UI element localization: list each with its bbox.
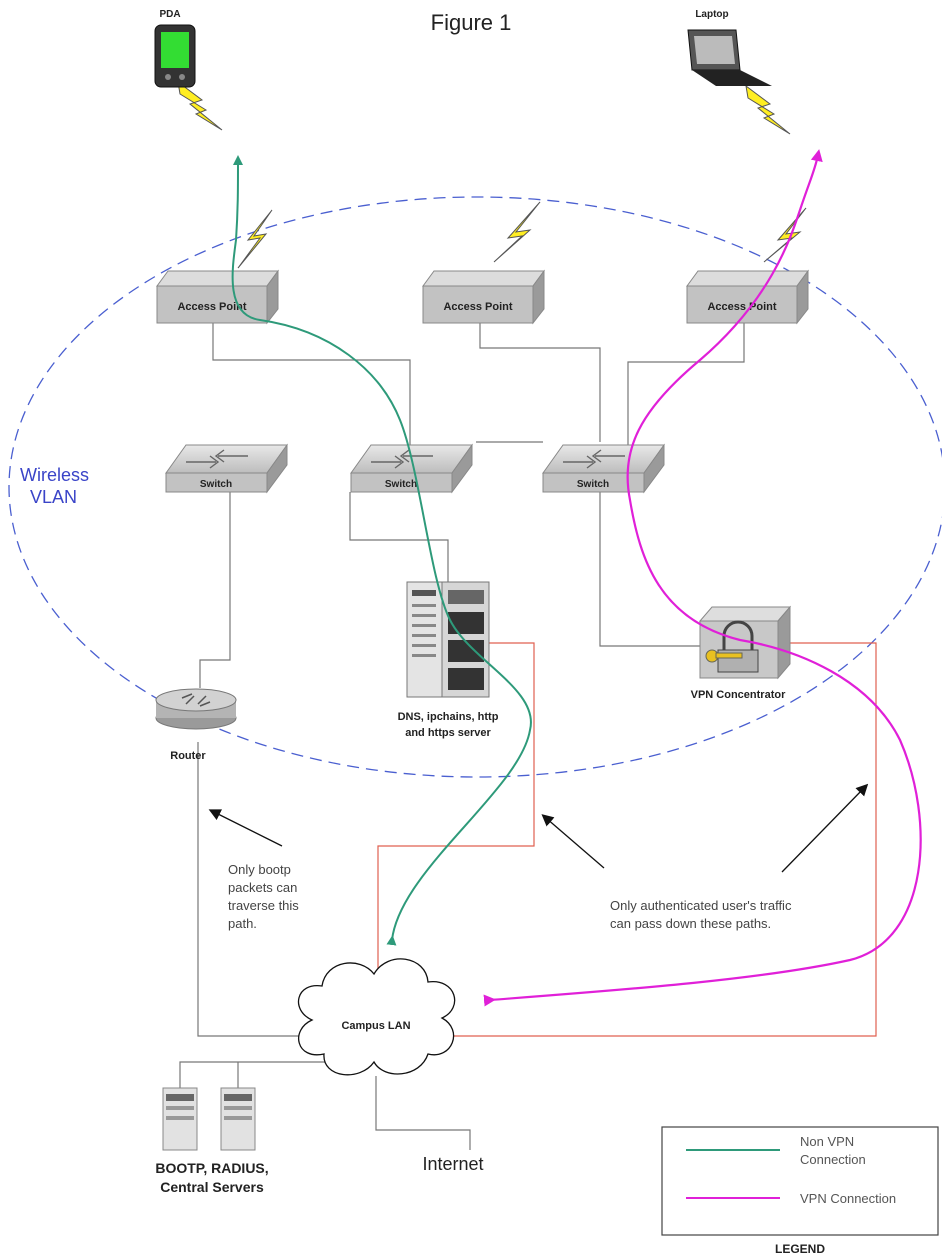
pda-signal-icon (177, 80, 223, 131)
switch-1-label: Switch (200, 479, 232, 490)
laptop-device: Laptop (687, 9, 772, 86)
dns-server-label-line2: and https server (405, 727, 491, 739)
legend-caption: LEGEND (775, 1242, 825, 1256)
laptop-label: Laptop (695, 9, 728, 20)
legend-box (661, 1126, 939, 1236)
ap3-signal-icon (763, 207, 807, 263)
switch-3: Switch (542, 443, 665, 494)
bootp-note-line4: path. (228, 916, 257, 931)
internet-label: Internet (422, 1154, 483, 1174)
switch-3-label: Switch (577, 479, 609, 490)
access-point-3-label: Access Point (707, 301, 776, 313)
legend-non-vpn-label-line1: Non VPN (800, 1134, 854, 1149)
auth-arrow-right (781, 783, 869, 873)
pda-device: PDA (154, 9, 196, 88)
access-point-2: Access Point (422, 269, 545, 325)
legend-vpn-label: VPN Connection (800, 1191, 896, 1206)
router-label: Router (170, 750, 206, 762)
bootp-annotation: Only bootp packets can traverse this pat… (228, 862, 299, 931)
switch-2: Switch (350, 443, 473, 494)
authenticated-annotation: Only authenticated user's traffic can pa… (610, 898, 792, 931)
auth-note-line2: can pass down these paths. (610, 916, 771, 931)
access-point-3: Access Point (686, 269, 809, 325)
access-point-2-label: Access Point (443, 301, 512, 313)
dns-server: DNS, ipchains, http and https server (398, 581, 499, 739)
access-point-1-label: Access Point (177, 301, 246, 313)
vpn-concentrator: VPN Concentrator (691, 605, 792, 701)
vlan-label-line1: Wireless (20, 465, 89, 485)
annotation-arrows (208, 783, 869, 873)
legend: Non VPN Connection VPN Connection LEGEND (661, 1126, 939, 1256)
pda-label: PDA (159, 9, 180, 20)
campus-lan-label: Campus LAN (341, 1020, 410, 1032)
switch-2-label: Switch (385, 479, 417, 490)
access-point-1: Access Point (156, 269, 279, 325)
vpn-concentrator-label: VPN Concentrator (691, 689, 786, 701)
central-servers-label-line2: Central Servers (160, 1179, 264, 1195)
switch-1: Switch (165, 443, 288, 494)
wireless-vlan-zone (8, 196, 942, 778)
legend-non-vpn-label-line2: Connection (800, 1152, 866, 1167)
router: Router (155, 688, 237, 762)
laptop-signal-icon (745, 84, 791, 135)
vpn-path (483, 149, 922, 1007)
dns-server-label-line1: DNS, ipchains, http (398, 711, 499, 723)
ap2-signal-icon (493, 201, 541, 263)
bootp-note-line2: packets can (228, 880, 297, 895)
central-servers-label-line1: BOOTP, RADIUS, (155, 1160, 268, 1176)
bootp-note-line1: Only bootp (228, 862, 291, 877)
auth-note-line1: Only authenticated user's traffic (610, 898, 792, 913)
campus-lan-cloud: Campus LAN (297, 958, 456, 1076)
bootp-arrow (208, 809, 283, 847)
auth-arrow-left (541, 814, 605, 869)
figure-title: Figure 1 (431, 10, 512, 35)
bootp-note-line3: traverse this (228, 898, 299, 913)
central-servers: BOOTP, RADIUS, Central Servers (155, 1087, 269, 1195)
wireless-signal-icons (177, 80, 807, 269)
ap1-signal-icon (237, 209, 273, 269)
vlan-label-line2: VLAN (30, 487, 77, 507)
